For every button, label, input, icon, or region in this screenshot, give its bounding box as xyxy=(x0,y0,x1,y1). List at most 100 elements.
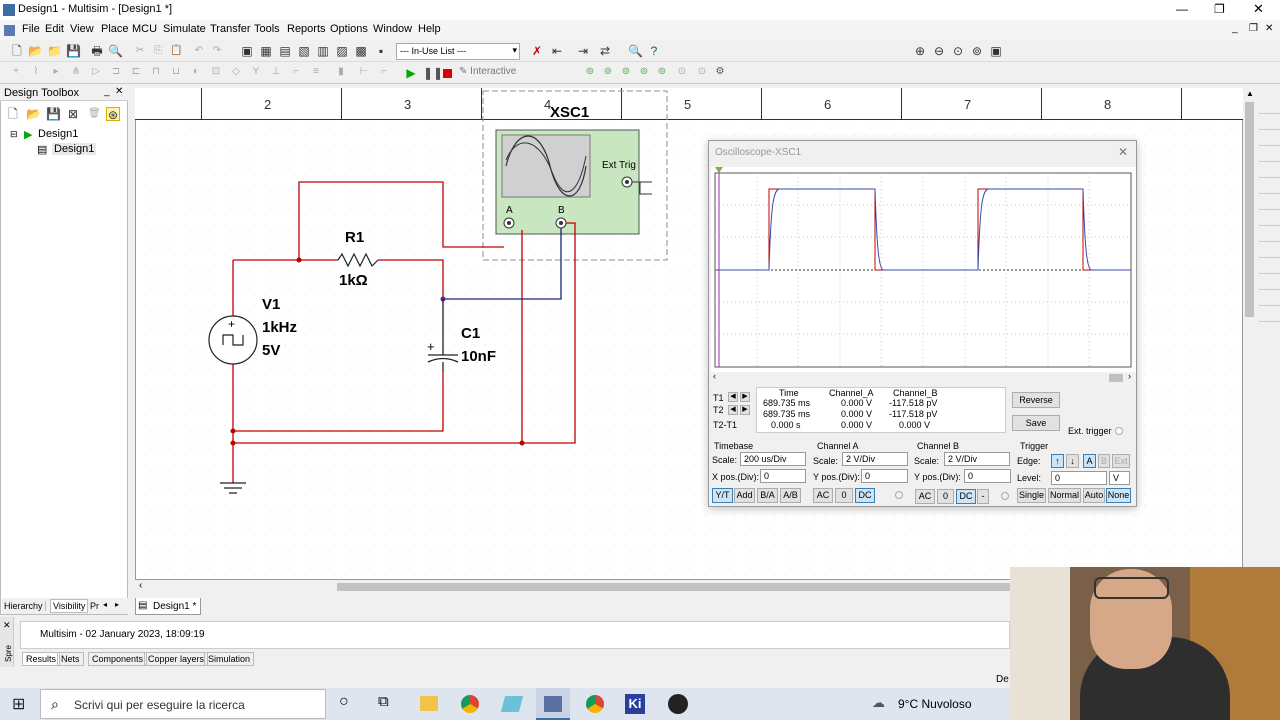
stop-icon[interactable] xyxy=(443,69,452,78)
tab-next-icon[interactable]: ▸ xyxy=(115,600,120,609)
print-icon[interactable]: 🖶 xyxy=(91,44,103,58)
zoom-out-icon[interactable]: ⊖ xyxy=(933,44,945,58)
menu-mcu[interactable]: MCU xyxy=(132,23,158,35)
zoom-full-icon[interactable]: ▣ xyxy=(990,44,1002,58)
scope-left-icon[interactable]: ‹ xyxy=(713,371,716,381)
level-field[interactable]: 0 xyxy=(1051,471,1107,485)
chb-scale-field[interactable]: 2 V/Div xyxy=(944,452,1010,466)
probe-icon-4[interactable]: ⊚ xyxy=(639,66,649,77)
print-preview-icon[interactable]: 🔍 xyxy=(108,44,123,58)
none-button[interactable]: None xyxy=(1106,488,1131,503)
basic-icon[interactable]: ⌇ xyxy=(33,66,39,77)
chb-terminal[interactable] xyxy=(1001,492,1009,500)
menu-options[interactable]: Options xyxy=(330,23,368,35)
horizontal-scrollbar[interactable]: ‹ xyxy=(135,580,1243,594)
menu-transfer[interactable]: Transfer xyxy=(210,23,251,35)
reverse-button[interactable]: Reverse xyxy=(1012,392,1060,408)
mcu-icon[interactable]: ≡ xyxy=(313,66,319,77)
maximize-icon[interactable]: ❐ xyxy=(1214,2,1225,16)
mdi-close-icon[interactable]: ✕ xyxy=(1265,23,1274,34)
forward-annotate-icon[interactable]: ⇥ xyxy=(577,44,589,58)
tb-save-icon[interactable]: 💾 xyxy=(46,107,61,121)
cut-icon[interactable]: ✂ xyxy=(135,45,145,56)
source-icon[interactable]: + xyxy=(13,66,19,77)
rf-icon[interactable]: ⊥ xyxy=(271,66,281,77)
zoom-fit-icon[interactable]: ⊚ xyxy=(971,44,983,58)
app-icon-teal[interactable] xyxy=(500,696,524,712)
analog-icon[interactable]: ▷ xyxy=(92,66,100,77)
probe-icon-7[interactable]: ⊙ xyxy=(697,66,707,77)
menu-view[interactable]: View xyxy=(70,23,94,35)
cha-ac-button[interactable]: AC xyxy=(813,488,833,503)
run-icon[interactable]: ▶ xyxy=(406,66,416,80)
scroll-up-icon[interactable]: ▲ xyxy=(1246,89,1254,98)
task-view-icon[interactable]: ⧉ xyxy=(378,693,389,710)
open-sample-icon[interactable]: 📁 xyxy=(47,44,62,58)
component-wizard-icon[interactable]: ▨ xyxy=(336,44,348,58)
misc-digital-icon[interactable]: ⊓ xyxy=(152,66,160,77)
redo-icon[interactable]: ↷ xyxy=(212,45,222,56)
in-use-list-dropdown[interactable]: --- In-Use List ---▾ xyxy=(396,43,520,60)
t2-left-icon[interactable]: ◀ xyxy=(728,405,738,415)
chrome-icon[interactable] xyxy=(461,695,479,713)
app-icon-dark[interactable] xyxy=(668,694,688,714)
single-button[interactable]: Single xyxy=(1017,488,1046,503)
t1-right-icon[interactable]: ▶ xyxy=(740,392,750,402)
menu-place[interactable]: Place xyxy=(101,23,129,35)
weather-icon[interactable]: ☁ xyxy=(872,695,885,710)
add-button[interactable]: Add xyxy=(734,488,755,503)
ba-button[interactable]: B/A xyxy=(757,488,778,503)
chb-invert-button[interactable]: - xyxy=(977,489,989,504)
grapher-icon[interactable]: ▧ xyxy=(298,44,310,58)
xsc1-label[interactable]: XSC1 xyxy=(550,104,590,121)
rising-edge-icon[interactable]: ↑ xyxy=(1051,454,1064,468)
falling-edge-icon[interactable]: ↓ xyxy=(1066,454,1079,468)
tab-prev-icon[interactable]: ◂ xyxy=(103,600,108,609)
c1-name[interactable]: C1 xyxy=(461,325,481,342)
paste-icon[interactable]: 📋 xyxy=(170,45,183,56)
trig-a-button[interactable]: A xyxy=(1083,454,1096,468)
t1-left-icon[interactable]: ◀ xyxy=(728,392,738,402)
connector-icon[interactable]: ⌐ xyxy=(381,66,387,77)
scope-hscroll[interactable]: ‹ › xyxy=(711,371,1136,384)
transistor-icon[interactable]: ⋔ xyxy=(71,66,81,77)
yt-button[interactable]: Y/T xyxy=(712,488,733,503)
cha-terminal[interactable] xyxy=(895,491,903,499)
tb-new-icon[interactable]: 🗋 xyxy=(8,107,18,121)
chb-dc-button[interactable]: DC xyxy=(956,489,976,504)
menu-window[interactable]: Window xyxy=(373,23,413,35)
menu-edit[interactable]: Edit xyxy=(45,23,64,35)
search-box[interactable]: ⌕ Scrivi qui per eseguire la ricerca xyxy=(40,689,326,719)
canvas-tab[interactable]: ▤ Design1 * xyxy=(135,598,201,615)
undo-icon[interactable]: ↶ xyxy=(194,45,204,56)
tab-components[interactable]: Components xyxy=(88,652,148,666)
kicad-icon[interactable]: Ki xyxy=(625,694,645,714)
h-scroll-thumb[interactable] xyxy=(337,583,1017,591)
xpos-field[interactable]: 0 xyxy=(760,469,806,483)
cha-scale-field[interactable]: 2 V/Div xyxy=(842,452,908,466)
r1-value[interactable]: 1kΩ xyxy=(339,272,368,289)
erc-icon[interactable]: ✗ xyxy=(531,44,543,58)
bus-icon[interactable]: ⊢ xyxy=(359,66,369,77)
level-unit[interactable]: V xyxy=(1109,471,1130,485)
chb-ac-button[interactable]: AC xyxy=(915,489,935,504)
new-icon[interactable]: 🗋 xyxy=(12,44,22,58)
back-annotate-icon[interactable]: ⇤ xyxy=(551,44,563,58)
save-button[interactable]: Save xyxy=(1012,415,1060,431)
side-close-icon[interactable]: ✕ xyxy=(3,620,11,630)
v1-volt[interactable]: 5V xyxy=(262,342,281,359)
minimize-icon[interactable]: — xyxy=(1176,2,1188,16)
tab-project[interactable]: Pr xyxy=(90,601,99,611)
toggle-grid-icon[interactable]: ▦ xyxy=(260,44,272,58)
cha-ypos-field[interactable]: 0 xyxy=(861,469,908,483)
mixed-icon[interactable]: ⊔ xyxy=(172,66,180,77)
mdi-restore-icon[interactable]: ❐ xyxy=(1249,23,1258,34)
v1-freq[interactable]: 1kHz xyxy=(262,319,298,336)
windows-start-icon[interactable]: ⊞ xyxy=(12,696,26,713)
copy-icon[interactable]: ⎘ xyxy=(154,45,162,56)
file-explorer-icon[interactable] xyxy=(420,696,438,711)
toolbox-pin-icon[interactable]: _ xyxy=(104,86,110,97)
tab-simulation[interactable]: Simulation xyxy=(204,652,255,666)
menu-reports[interactable]: Reports xyxy=(287,23,326,35)
probe-icon-2[interactable]: ⊚ xyxy=(603,66,613,77)
